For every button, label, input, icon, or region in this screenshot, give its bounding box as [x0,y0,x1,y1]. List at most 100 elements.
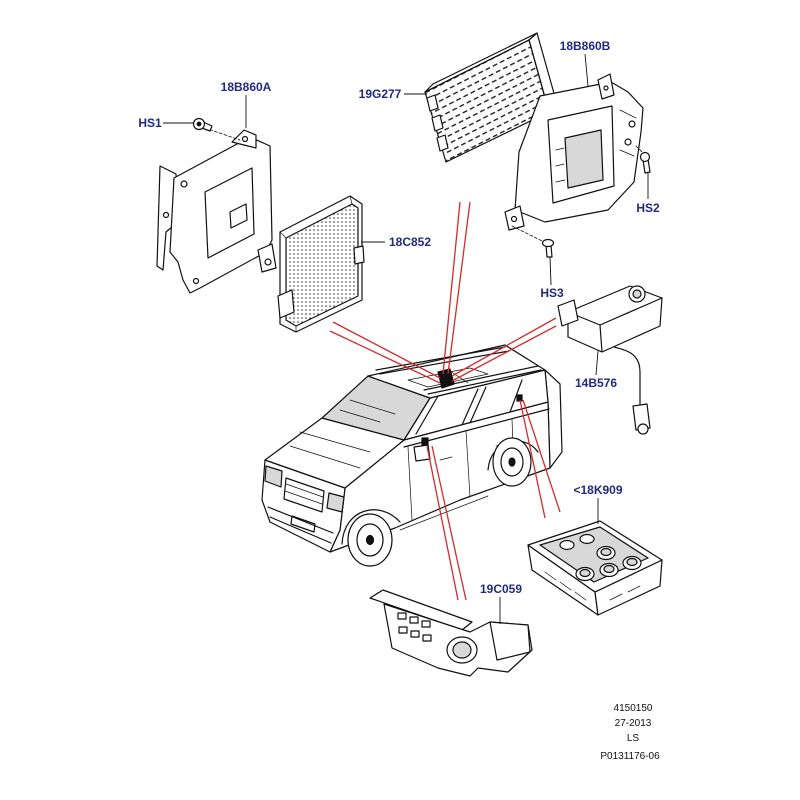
vehicle-roof-module-marker [437,368,455,389]
locator-line [329,330,441,384]
vehicle-headlight-left [264,465,283,488]
screw-head-recess [196,121,202,127]
locator-lines [329,201,561,601]
vehicle-window-pillars [415,379,523,435]
callout-label-18c852: 18C852 [389,235,431,249]
bracket-hole [192,277,200,285]
module-19g277 [424,32,558,163]
module-connector [436,134,449,152]
bracket-ribs [555,109,637,183]
callout-label-14b576: 14B576 [575,376,617,390]
bracket-hole [241,135,249,143]
bracket-hole [180,180,188,188]
module-connector [426,94,439,112]
vehicle-hood-crease [289,431,371,469]
console-button [422,634,432,642]
bracket-hole [624,138,632,146]
callout-label-18b860b: 18B860B [560,39,611,53]
reference-block: 4150150 27-2013 LS P0131176-06 [600,703,660,762]
sensor-connector [557,299,579,327]
panel-knob-cap [579,568,591,578]
callout-label-hs2: HS2 [636,201,660,215]
console-19c059 [369,589,533,677]
panel-connector-slots [544,571,641,601]
vehicle-front-wheel-hub [365,534,375,546]
switch-panel-18k909 [527,520,663,616]
panel-knob-cap [600,547,612,557]
vehicle-number-plate [290,515,316,533]
panel-switch [579,533,595,545]
module-edges [279,195,353,333]
panel-switch [559,539,575,551]
module-connector [353,245,365,265]
screw-hs3 [511,225,555,258]
console-button [398,626,408,634]
vehicle-illustration [261,344,563,567]
callout-label-19c059: 19C059 [480,582,522,596]
sensor-14b576 [557,285,663,435]
reference-date-code: 27-2013 [615,718,652,729]
reference-model-code: LS [627,733,640,744]
vehicle-grille-bars [284,483,324,505]
vehicle-front-door-marker [421,437,429,446]
leader-line-hs3 [549,256,552,286]
screw-axis [635,145,645,155]
bracket-square-hole [229,203,248,229]
locator-line [431,445,467,601]
sensor-edges [567,297,663,353]
module-connector [431,114,444,132]
locator-line [522,399,561,513]
bracket-inner-box [564,129,604,189]
console-button [410,630,420,638]
callout-label-18b860a: 18B860A [221,80,272,94]
leader-line-14b576 [595,350,599,376]
console-button [409,616,419,624]
screw-head [541,238,555,248]
console-lamp-lens [452,641,472,659]
callout-label-hs3: HS3 [540,286,564,300]
sensor-grommet-inner [632,289,642,299]
sensor-cable-connector [632,403,651,431]
screw-head [639,151,651,163]
vehicle-headlight-right [326,492,345,513]
bracket-hole [162,211,170,219]
bracket-hole [628,120,636,128]
module-connector [277,289,295,319]
leader-line-18b860b [584,53,589,87]
locator-line [442,201,461,375]
console-side-block [489,621,531,661]
sensor-cable-end [637,423,649,435]
bracket-hole [603,85,609,91]
leader-lines [163,53,649,624]
bracket-hole [510,215,518,223]
locator-line [426,445,459,601]
callout-label-19g277: 19G277 [359,87,402,101]
callout-labels: 18B860A HS1 19G277 18B860B 18C852 HS2 HS… [138,39,660,596]
reference-number: 4150150 [614,703,653,714]
callout-label-18k909: <18K909 [573,483,622,497]
console-button [397,612,407,620]
locator-line [519,399,546,519]
bracket-hole [264,258,272,266]
locator-line [447,201,471,375]
vehicle-rear-door-marker [516,394,523,402]
bracket-18b860a [156,129,277,294]
vehicle-windshield-reflection [339,399,396,423]
vehicle-bumper [267,506,334,544]
sensor-cable [609,345,641,409]
vehicle-side-step [399,495,489,531]
vehicle-rear-wheel-hub [508,457,516,467]
screw-hs2 [635,145,651,174]
panel-knob-cap [603,564,615,574]
locator-line [332,321,441,379]
callout-label-hs1: HS1 [138,116,162,130]
console-button [421,620,431,628]
module-18c852 [277,195,365,333]
locator-line [451,317,557,377]
screw-hs1 [192,117,241,141]
locator-line [451,325,557,382]
panel-knob-cap [626,557,638,567]
reference-illustration-id: P0131176-06 [600,751,660,762]
bracket-side-tab [257,243,277,273]
